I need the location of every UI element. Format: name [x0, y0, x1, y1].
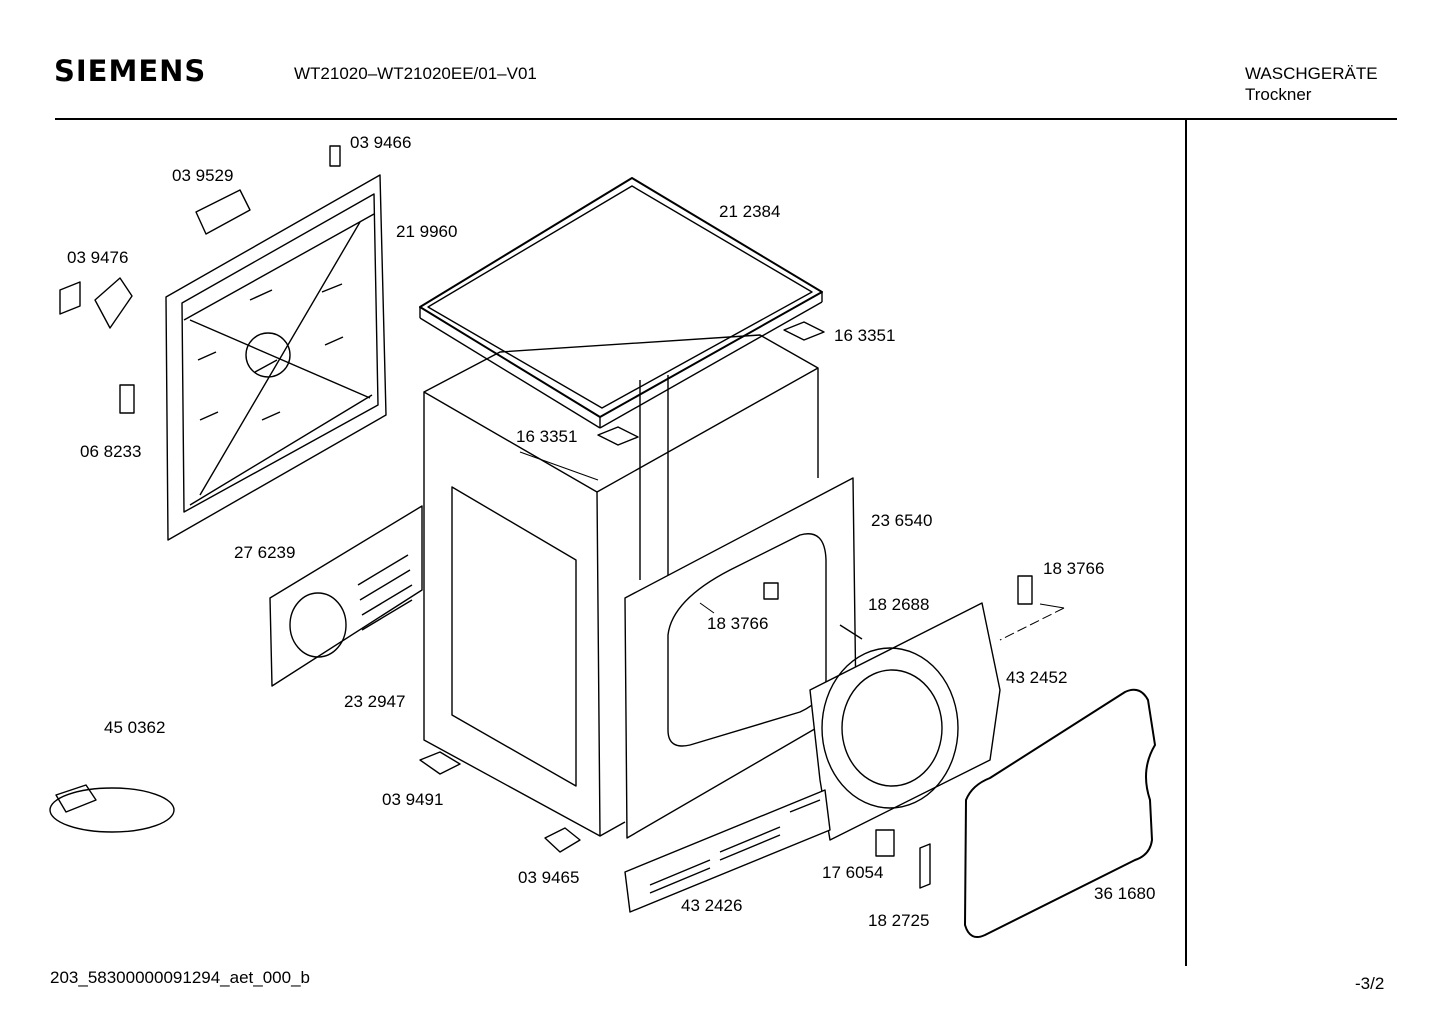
part-label: 03 9465	[518, 868, 580, 887]
brand-logo: SIEMENS	[54, 54, 207, 88]
part-label: 23 2947	[344, 692, 406, 711]
top-cover	[419, 177, 823, 429]
part-label: 43 2426	[681, 896, 743, 915]
part-label: 18 3766	[707, 614, 769, 633]
part-label: 18 3766	[1043, 559, 1105, 578]
part-label: 03 9476	[67, 248, 129, 267]
header-divider	[55, 118, 1397, 120]
part-label: 18 2725	[868, 911, 930, 930]
part-label: 16 3351	[834, 326, 896, 345]
page-number: -3/2	[1355, 974, 1385, 993]
cabinet	[423, 334, 819, 837]
category-main: WASCHGERÄTE	[1245, 64, 1378, 83]
part-label: 18 2688	[868, 595, 930, 614]
door-frame	[809, 602, 1001, 841]
category: WASCHGERÄTE Trockner	[1245, 63, 1378, 105]
part-label: 27 6239	[234, 543, 296, 562]
model-number: WT21020–WT21020EE/01–V01	[294, 64, 537, 83]
part-label: 16 3351	[516, 427, 578, 446]
kickplate	[624, 789, 831, 913]
part-label: 17 6054	[822, 863, 884, 882]
small-parts	[49, 145, 1033, 889]
part-label: 06 8233	[80, 442, 142, 461]
drawing-code: 203_58300000091294_aet_000_b	[50, 968, 310, 987]
part-label: 21 2384	[719, 202, 781, 221]
part-label: 43 2452	[1006, 668, 1068, 687]
front-panel	[624, 477, 857, 839]
rear-panel	[165, 174, 387, 541]
part-label: 21 9960	[396, 222, 458, 241]
part-label: 03 9491	[382, 790, 444, 809]
category-sub: Trockner	[1245, 85, 1312, 104]
side-panel	[269, 505, 423, 687]
part-label: 45 0362	[104, 718, 166, 737]
leader-lines	[519, 451, 1065, 641]
part-label: 03 9466	[350, 133, 412, 152]
side-divider	[1185, 118, 1187, 966]
door	[964, 688, 1156, 938]
part-label: 36 1680	[1094, 884, 1156, 903]
part-label: 03 9529	[172, 166, 234, 185]
part-label: 23 6540	[871, 511, 933, 530]
